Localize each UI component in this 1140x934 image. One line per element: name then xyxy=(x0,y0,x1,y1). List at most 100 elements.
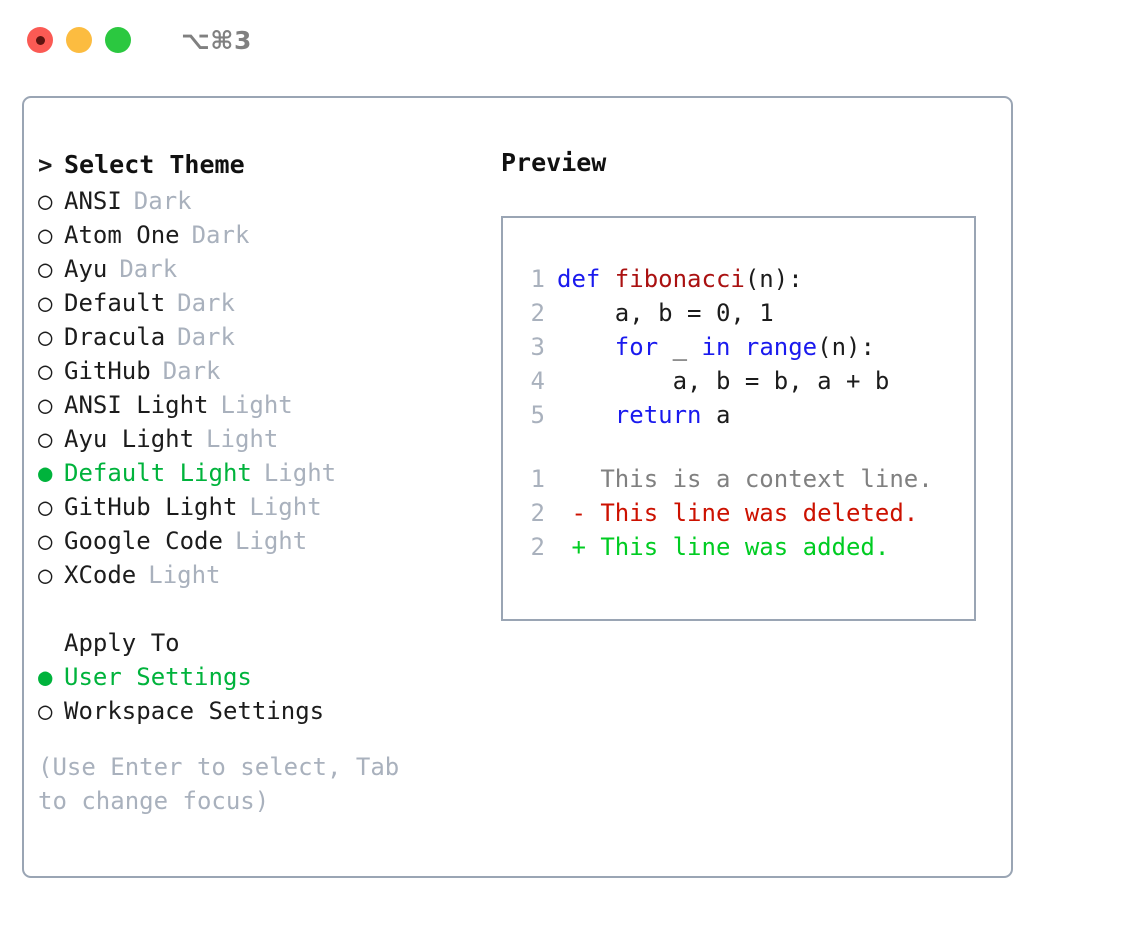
theme-variant-badge: Dark xyxy=(177,289,235,317)
theme-option-ansi-light[interactable]: ○ ANSI Light Light xyxy=(38,388,498,422)
radio-unselected-icon: ○ xyxy=(38,391,53,419)
close-window-button[interactable] xyxy=(27,27,53,53)
preview-title: Preview xyxy=(501,148,607,177)
theme-option-ansi[interactable]: ○ ANSI Dark xyxy=(38,184,498,218)
radio-selected-icon: ● xyxy=(38,459,53,487)
theme-option-github[interactable]: ○ GitHub Dark xyxy=(38,354,498,388)
theme-option-label: ANSI xyxy=(64,187,122,215)
radio-unselected-icon: ○ xyxy=(38,425,53,453)
code-token: (n): xyxy=(744,265,803,293)
radio-unselected-icon: ○ xyxy=(38,289,53,317)
line-number: 3 xyxy=(530,333,545,361)
radio-unselected-icon: ○ xyxy=(38,357,53,385)
theme-variant-badge: Dark xyxy=(119,255,178,283)
code-token: a, b = b, a + b xyxy=(557,367,890,395)
theme-option-label: GitHub xyxy=(64,357,151,385)
theme-variant-badge: Light xyxy=(206,425,279,453)
code-diff-separator xyxy=(519,432,974,462)
line-number: 4 xyxy=(530,367,545,395)
theme-variant-badge: Light xyxy=(263,459,337,487)
theme-option-label: Ayu Light xyxy=(64,425,195,453)
theme-option-label: Default Light xyxy=(64,459,252,487)
title-bar: ⌥⌘3 xyxy=(0,0,1140,80)
select-theme-header-label: Select Theme xyxy=(64,150,245,179)
code-token: _ xyxy=(658,333,702,361)
theme-option-label: Default xyxy=(64,289,166,317)
list-gap xyxy=(38,592,498,626)
radio-unselected-icon: ○ xyxy=(38,255,53,283)
keyboard-hint-text: (Use Enter to select, Tab to change focu… xyxy=(38,753,400,815)
maximize-window-button[interactable] xyxy=(105,27,131,53)
radio-unselected-icon: ○ xyxy=(38,561,53,589)
theme-option-label: XCode xyxy=(64,561,137,589)
theme-variant-badge: Dark xyxy=(177,323,235,351)
code-line: 5 return a xyxy=(519,398,974,432)
code-token: a xyxy=(701,401,731,429)
line-number: 1 xyxy=(530,465,545,493)
theme-option-label: Atom One xyxy=(64,221,180,249)
code-line: 3 for _ in range(n): xyxy=(519,330,974,364)
apply-to-option-workspace-settings[interactable]: ○Workspace Settings xyxy=(38,694,498,728)
code-token: - This line was deleted. xyxy=(557,499,919,527)
theme-option-label: Dracula xyxy=(64,323,166,351)
theme-option-xcode[interactable]: ○ XCode Light xyxy=(38,558,498,592)
code-token: a, b = 0, 1 xyxy=(557,299,774,327)
theme-option-label: GitHub Light xyxy=(64,493,238,521)
apply-to-option-user-settings[interactable]: ● User Settings xyxy=(38,660,498,694)
apply-to-title: Apply To xyxy=(64,629,180,657)
code-token: range xyxy=(744,333,818,361)
code-token xyxy=(557,333,615,361)
code-token: return xyxy=(614,401,702,429)
code-line: 2 a, b = 0, 1 xyxy=(519,296,974,330)
apply-to-option-label: User Settings xyxy=(64,663,252,691)
theme-option-label: Google Code xyxy=(64,527,223,555)
radio-unselected-icon: ○ xyxy=(38,527,53,555)
window-controls xyxy=(27,27,131,53)
theme-variant-badge: Light xyxy=(234,527,308,555)
radio-unselected-icon: ○ xyxy=(38,187,53,215)
theme-option-ayu[interactable]: ○ Ayu Dark xyxy=(38,252,498,286)
diff-sample: 1 This is a context line.2 - This line w… xyxy=(519,462,974,564)
code-line: 4 a, b = b, a + b xyxy=(519,364,974,398)
code-token: for xyxy=(614,333,659,361)
code-token: (n): xyxy=(817,333,875,361)
theme-option-dracula[interactable]: ○ Dracula Dark xyxy=(38,320,498,354)
theme-variant-badge: Dark xyxy=(133,187,192,215)
radio-unselected-icon: ○ xyxy=(38,493,53,521)
apply-to-option-label: Workspace Settings xyxy=(64,697,325,725)
theme-option-default[interactable]: ○ Default Dark xyxy=(38,286,498,320)
theme-option-label: Ayu xyxy=(64,255,108,283)
theme-variant-badge: Light xyxy=(220,391,293,419)
theme-variant-badge: Dark xyxy=(162,357,221,385)
theme-option-google-code[interactable]: ○ Google Code Light xyxy=(38,524,498,558)
theme-option-default-light[interactable]: ● Default Light Light xyxy=(38,456,498,490)
code-token: fibonacci xyxy=(614,265,745,293)
theme-option-label: ANSI Light xyxy=(64,391,209,419)
diff-line: 2 - This line was deleted. xyxy=(519,496,974,530)
line-number: 1 xyxy=(530,265,545,293)
radio-selected-icon: ● xyxy=(38,663,53,691)
code-token xyxy=(557,401,615,429)
code-token: in xyxy=(701,333,731,361)
line-number: 2 xyxy=(530,299,545,327)
theme-variant-badge: Light xyxy=(148,561,221,589)
line-number: 5 xyxy=(530,401,545,429)
select-theme-header: > Select Theme xyxy=(38,146,498,184)
code-token: + This line was added. xyxy=(557,533,890,561)
minimize-window-button[interactable] xyxy=(66,27,92,53)
apply-to-option-list: ● User Settings ○Workspace Settings xyxy=(38,660,498,728)
prompt-caret-icon: > xyxy=(38,151,53,179)
radio-unselected-icon: ○ xyxy=(38,323,53,351)
theme-option-ayu-light[interactable]: ○ Ayu Light Light xyxy=(38,422,498,456)
theme-variant-badge: Dark xyxy=(191,221,250,249)
